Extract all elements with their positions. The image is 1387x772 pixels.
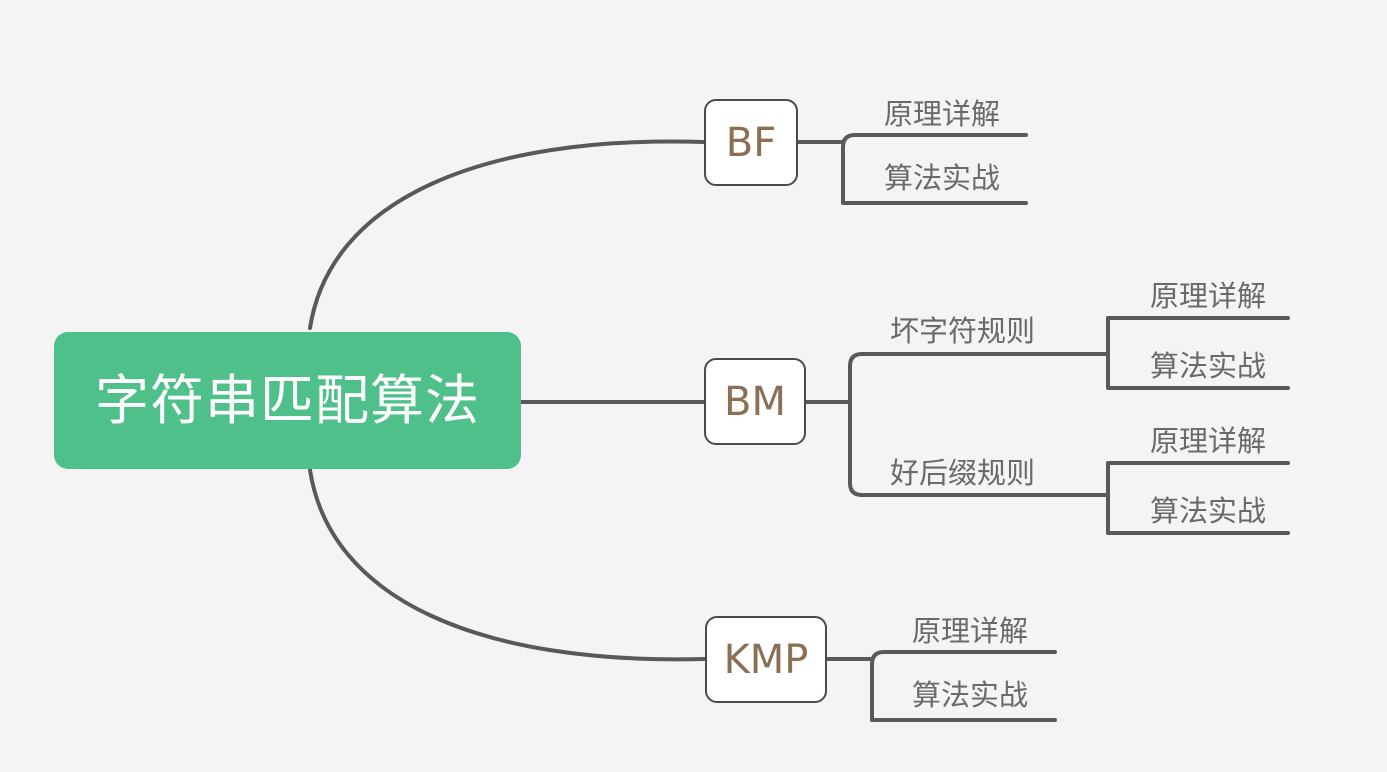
leaf-bm-goodsuffix-principle[interactable]: 原理详解 xyxy=(1150,424,1267,458)
leaf-bf-practice[interactable]: 算法实战 xyxy=(884,161,1001,195)
root-node-label: 字符串匹配算法 xyxy=(95,368,480,432)
root-node[interactable]: 字符串匹配算法 xyxy=(54,332,521,469)
branch-node-bf-label: BF xyxy=(725,119,777,166)
sub-branch-bm-good-suffix-rule[interactable]: 好后缀规则 xyxy=(890,456,1036,490)
sub-branch-bm-bad-character-rule[interactable]: 坏字符规则 xyxy=(890,314,1036,348)
branch-node-kmp-label: KMP xyxy=(723,636,809,683)
leaf-bf-principle[interactable]: 原理详解 xyxy=(884,97,1001,131)
edge-root-to-kmp xyxy=(308,468,707,662)
edge-root-to-bf xyxy=(308,139,706,330)
branch-node-bm-label: BM xyxy=(724,378,786,425)
branch-node-bf[interactable]: BF xyxy=(704,99,798,186)
branch-node-bm[interactable]: BM xyxy=(704,358,806,445)
leaf-bm-goodsuffix-practice[interactable]: 算法实战 xyxy=(1150,494,1267,528)
leaf-bm-badchar-principle[interactable]: 原理详解 xyxy=(1150,279,1267,313)
leaf-kmp-practice[interactable]: 算法实战 xyxy=(912,678,1029,712)
branch-node-kmp[interactable]: KMP xyxy=(705,616,827,703)
leaf-kmp-principle[interactable]: 原理详解 xyxy=(912,614,1029,648)
leaf-bm-badchar-practice[interactable]: 算法实战 xyxy=(1150,349,1267,383)
